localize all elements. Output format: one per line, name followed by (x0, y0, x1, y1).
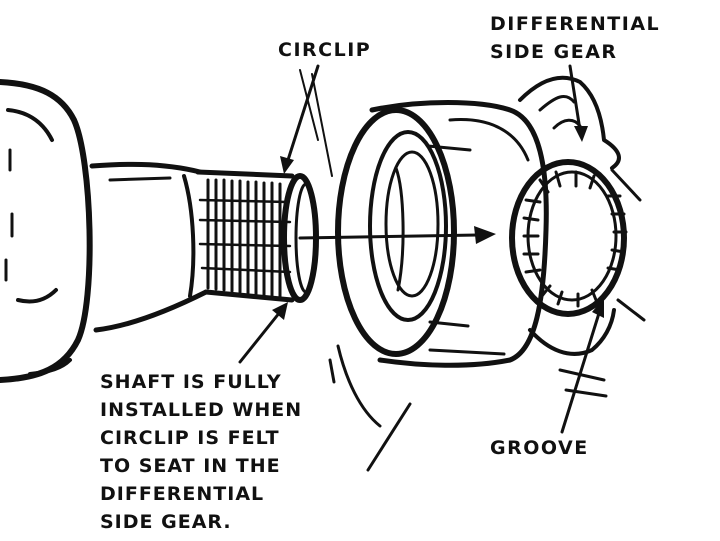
circlip-label: CIRCLIP (278, 39, 371, 61)
flange-shading-bottom (16, 288, 58, 304)
note-leader-arrow-icon (272, 302, 288, 320)
side-gear-bore-inner (526, 170, 618, 302)
installation-note: SHAFT IS FULLY INSTALLED WHEN CIRCLIP IS… (100, 371, 302, 533)
groove-leader-arrow-icon (592, 298, 604, 318)
note-leader (238, 310, 282, 364)
circlip-leader-extra (299, 69, 333, 177)
side-gear-bore (509, 159, 627, 317)
note-line-2: INSTALLED WHEN (100, 399, 302, 421)
housing-top-shading (448, 118, 530, 162)
side-gear-internal-splines (522, 170, 628, 308)
housing-face (335, 107, 457, 357)
flange-shading-top (6, 108, 54, 142)
housing-bore (368, 130, 448, 322)
groove-leader (560, 308, 602, 434)
differential-housing (335, 100, 549, 368)
flange-rim (28, 358, 72, 376)
note-line-4: TO SEAT IN THE (100, 455, 281, 477)
shaft-top-edge (89, 161, 203, 175)
side-gear-leader (568, 64, 582, 132)
side-gear-teeth-bottom (528, 308, 616, 356)
gear-bottom-shading (558, 368, 608, 398)
shaft-step (182, 174, 196, 298)
side-gear-label-line-2: SIDE GEAR (490, 41, 618, 63)
note-line-3: CIRCLIP IS FELT (100, 427, 280, 449)
bore-spline-shading (394, 166, 405, 292)
groove-label: GROOVE (490, 437, 589, 459)
housing-detail-lines (426, 144, 472, 328)
shaft-shading (108, 176, 172, 182)
leader-lines (238, 64, 604, 472)
note-line-6: SIDE GEAR. (100, 511, 232, 533)
motion-strokes (328, 344, 412, 472)
insertion-arrow (298, 226, 496, 244)
note-line-5: DIFFERENTIAL (100, 483, 264, 505)
arrowhead-icon (474, 226, 496, 244)
side-gear-label-line-1: DIFFERENTIAL (490, 13, 660, 35)
side-gear-leader-arrow-icon (574, 126, 588, 142)
axle-shaft (0, 79, 319, 383)
circlip-leader-arrow-icon (280, 156, 294, 174)
side-gear (509, 75, 646, 398)
side-gear-teeth-top (518, 75, 621, 170)
note-line-1: SHAFT IS FULLY (100, 371, 282, 393)
shaft-splines (195, 169, 295, 303)
housing-bore-inner (384, 150, 440, 298)
shaft-bottom-edge (93, 289, 209, 333)
shaft-flange-outline (0, 79, 93, 383)
housing-bottom-shading (428, 348, 506, 356)
side-gear-edge (610, 168, 646, 322)
housing-outer-right (369, 100, 549, 368)
flange-hatching (4, 148, 14, 282)
